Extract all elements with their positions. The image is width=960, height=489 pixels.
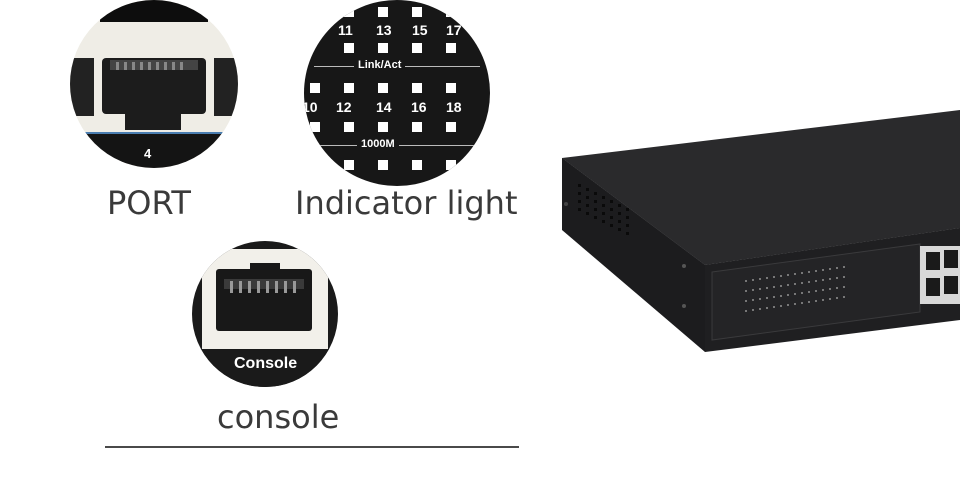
indicator-caption: Indicator light [295, 184, 518, 222]
side-vents [578, 184, 629, 235]
front-led-grid [745, 266, 845, 312]
caption-divider [105, 446, 519, 448]
led-number-14: 14 [376, 99, 392, 115]
ethernet-ports [920, 246, 960, 304]
link-act-label: Link/Act [354, 59, 406, 71]
port-caption: PORT [107, 184, 191, 222]
led-number-10: 10 [304, 99, 318, 115]
console-zoom-circle: Console [192, 241, 338, 387]
led-number-15: 15 [412, 22, 428, 38]
console-port-label: Console [234, 355, 298, 372]
led-number-11: 11 [338, 22, 353, 38]
indicator-zoom-circle: 11 13 15 17 Link/Act 10 12 14 16 18 1000… [304, 0, 490, 186]
led-number-13: 13 [376, 22, 392, 38]
console-caption: console [217, 398, 340, 436]
network-switch-image [562, 110, 960, 352]
led-number-12: 12 [336, 99, 352, 115]
led-number-18: 18 [446, 99, 462, 115]
led-number-17: 17 [446, 22, 462, 38]
port-zoom-circle: 4 [70, 0, 238, 168]
port-number-label: 4 [144, 146, 152, 161]
rj45-port-image [70, 0, 238, 168]
led-number-16: 16 [411, 99, 427, 115]
1000m-label: 1000M [357, 138, 399, 150]
